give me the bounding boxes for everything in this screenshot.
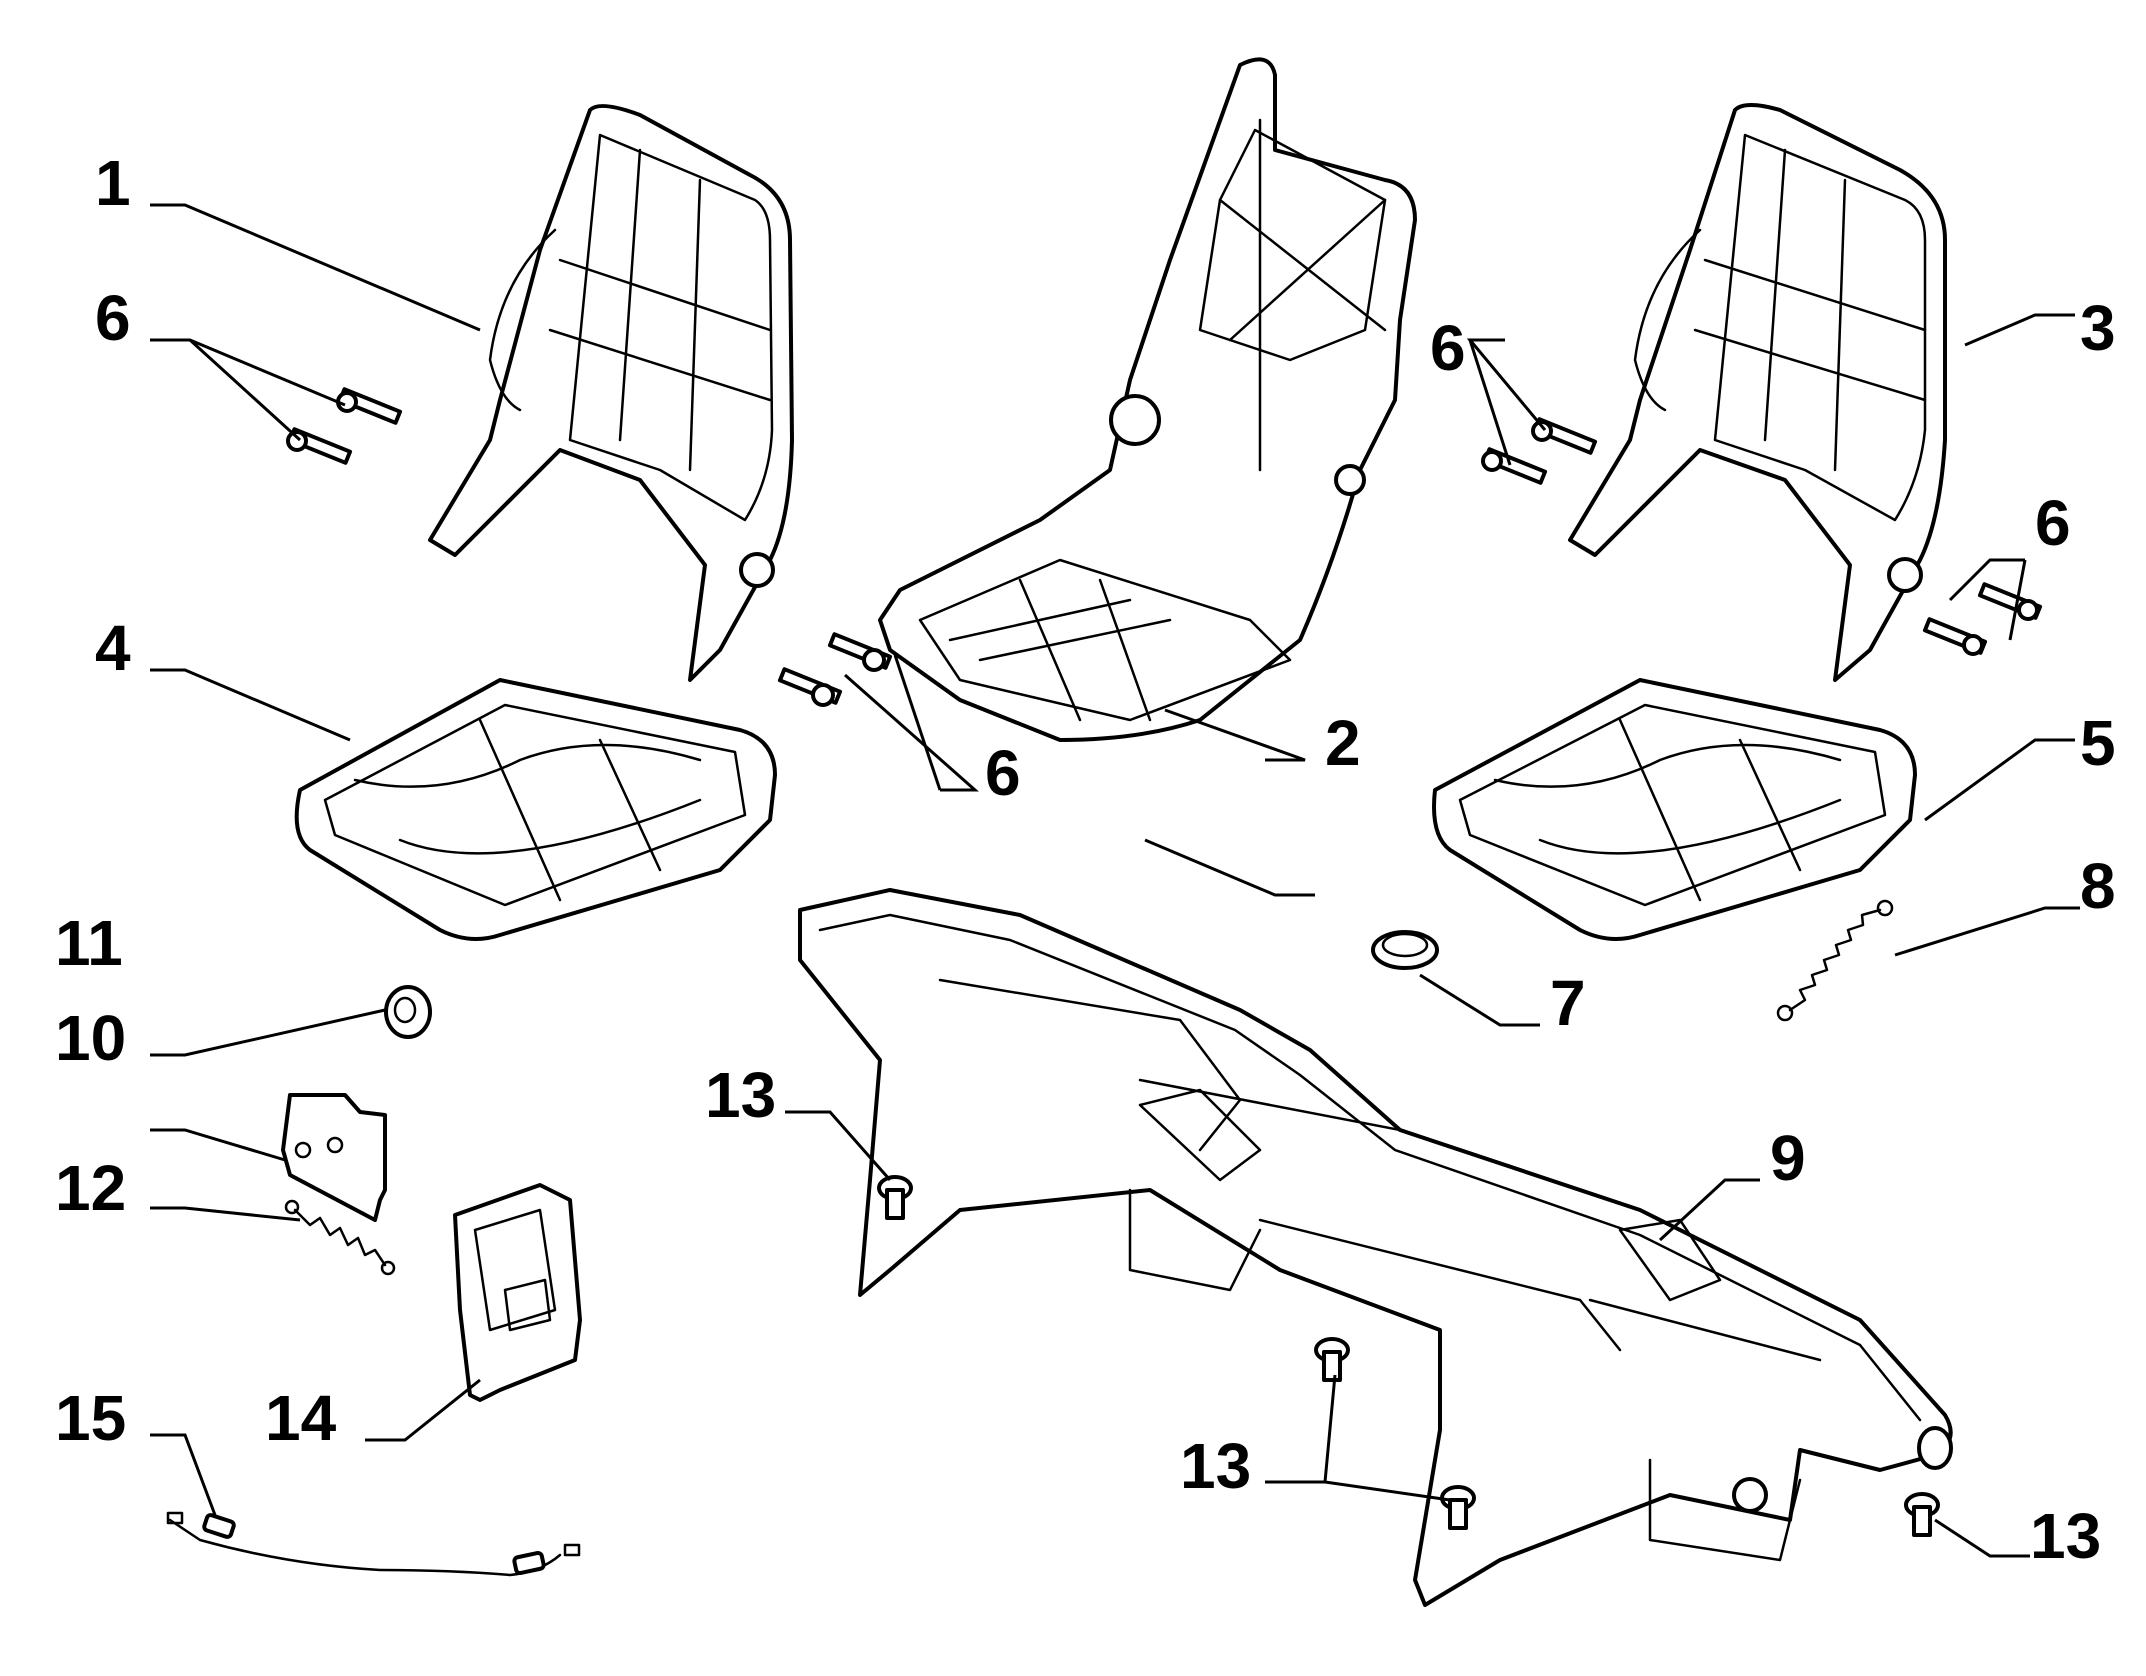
screw [1314, 1337, 1350, 1382]
part-15-cable [166, 1511, 581, 1577]
callout-13-left: 13 [705, 1059, 776, 1131]
callout-11: 11 [55, 907, 123, 979]
callout-12: 12 [55, 1152, 126, 1224]
bolt [336, 387, 403, 425]
part-10-cover-plate [281, 1093, 387, 1222]
callout-6-left: 6 [95, 282, 131, 354]
callout-13-right: 13 [2030, 1500, 2101, 1572]
callout-6-right-lower: 6 [2035, 487, 2071, 559]
screw [877, 1175, 913, 1220]
callout-10: 10 [55, 1002, 126, 1074]
bolt [827, 632, 893, 672]
callout-6-center: 6 [985, 737, 1021, 809]
callout-3: 3 [2080, 292, 2116, 364]
callout-15: 15 [55, 1382, 126, 1454]
screw [1904, 1492, 1940, 1537]
part-6-bolts [286, 387, 2043, 707]
callout-1: 1 [95, 147, 131, 219]
callout-4: 4 [95, 612, 131, 684]
part-12-small-spring [284, 1199, 396, 1276]
callout-6-right-upper: 6 [1430, 312, 1466, 384]
bolt [1531, 417, 1598, 455]
callout-13-center: 13 [1180, 1430, 1251, 1502]
leader-lines [150, 203, 2080, 1558]
bolt [777, 667, 843, 707]
part-13-screws [877, 1175, 1940, 1537]
part-3-right-seat-back [1568, 103, 1947, 682]
callout-8: 8 [2080, 850, 2116, 922]
part-7-grommet [1371, 930, 1439, 970]
part-8-spring [1776, 899, 1894, 1022]
part-11-bushing [384, 985, 432, 1039]
bolt [1977, 582, 2043, 621]
callout-5: 5 [2080, 707, 2116, 779]
part-9-base-frame [798, 888, 1953, 1607]
callout-7: 7 [1550, 967, 1586, 1039]
part-2-center-seat [878, 57, 1417, 742]
part-14-lever-housing [453, 1183, 582, 1402]
part-5-right-seat-cushion [1432, 678, 1917, 941]
bolt [1922, 617, 1988, 656]
part-1-left-seat-back [428, 104, 794, 682]
callout-9: 9 [1770, 1122, 1806, 1194]
callout-labels: 1 2 3 4 5 6 6 6 6 7 8 9 10 11 12 13 13 1… [55, 147, 2116, 1572]
bolt [286, 427, 353, 465]
callout-2: 2 [1325, 707, 1361, 779]
bolt [1481, 447, 1548, 485]
screw [1440, 1485, 1476, 1530]
callout-14: 14 [265, 1382, 337, 1454]
part-4-left-seat-cushion [294, 678, 777, 941]
